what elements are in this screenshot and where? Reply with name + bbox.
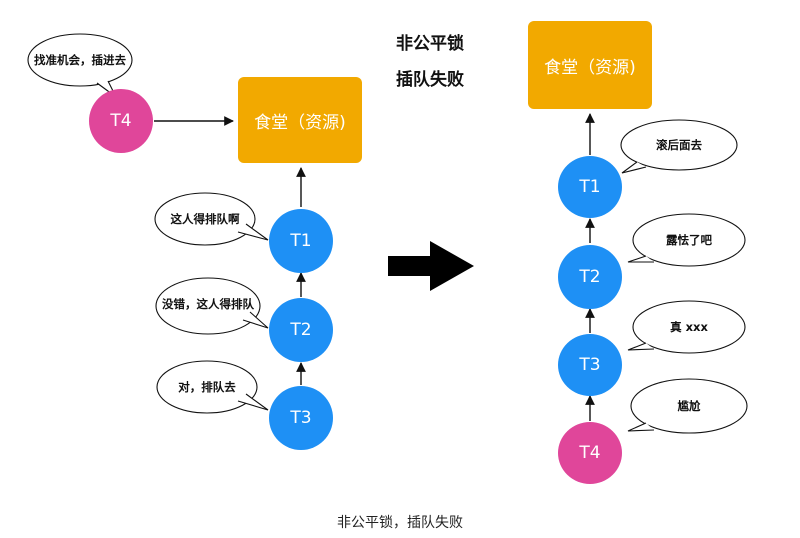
resource-box-right: 食堂（资源) [528,21,652,109]
title-line-1: 非公平锁 [396,34,464,54]
thread-node-left-t4: T4 [89,89,153,153]
title-line-2: 插队失败 [396,70,464,90]
bubble-text-left-t1: 这人得排队啊 [170,212,240,226]
speech-bubble-right-t2 [627,213,746,267]
resource-box-left: 食堂（资源) [238,77,362,163]
thread-node-right-t1: T1 [558,156,622,218]
speech-bubble-left-t2 [155,277,269,335]
speech-bubble-right-t1 [620,119,738,174]
transition-arrow [388,241,474,291]
bubble-text-right-t2: 露怯了吧 [666,233,712,247]
bubble-text-left-t4: 找准机会，插进去 [34,53,126,67]
speech-bubble-right-t3 [627,300,746,354]
figure-caption: 非公平锁，插队失败 [337,515,463,531]
bubble-text-right-t4: 尴尬 [677,399,701,413]
bubble-text-left-t3: 对，排队去 [178,380,236,394]
speech-bubble-right-t4 [627,378,748,434]
thread-node-left-t3: T3 [269,386,333,450]
thread-node-right-t3: T3 [558,334,622,396]
speech-bubble-left-t3 [156,360,269,414]
thread-node-left-t2: T2 [269,298,333,362]
bubble-text-right-t1: 滚后面去 [656,138,702,152]
thread-node-left-t1: T1 [269,209,333,273]
thread-node-right-t4: T4 [558,422,622,484]
speech-bubble-left-t4 [27,33,133,98]
bubble-text-right-t3: 真 xxx [670,320,708,334]
thread-node-right-t2: T2 [558,245,622,309]
bubble-text-left-t2: 没错，这人得排队 [162,297,254,311]
speech-bubble-left-t1 [154,192,269,246]
